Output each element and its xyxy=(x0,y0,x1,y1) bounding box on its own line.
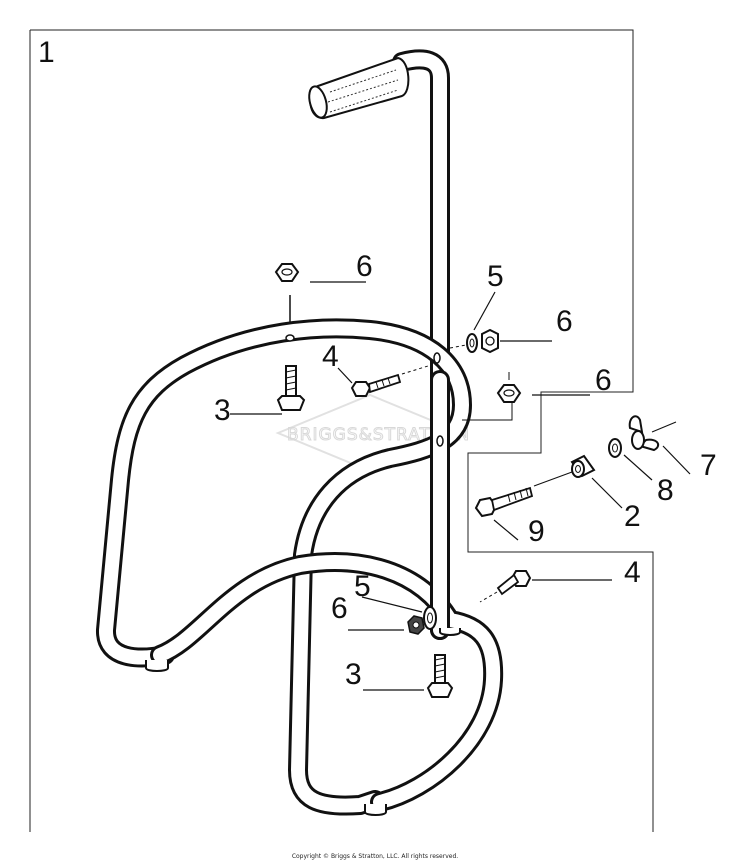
figure-frame xyxy=(29,29,654,832)
callout-spacer-inset: 2 xyxy=(624,500,641,533)
callout-nut-upper-right: 6 xyxy=(556,305,573,338)
hex-nut-icon xyxy=(274,263,300,322)
inset-bolt-icon xyxy=(474,471,573,518)
callout-wing-nut: 7 xyxy=(700,449,717,482)
inset-washer-icon xyxy=(608,438,622,458)
hex-bolt-icon xyxy=(479,570,532,603)
copyright-notice: Copyright © Briggs & Stratton, LLC. All … xyxy=(291,853,459,860)
hex-nut-side-icon xyxy=(407,615,425,635)
rubber-feet xyxy=(145,628,461,816)
flat-washer-icon xyxy=(449,333,478,353)
callout-washer-lower: 5 xyxy=(354,570,371,603)
callout-bolt-upper-mid: 4 xyxy=(322,340,339,373)
handle-frame xyxy=(96,49,504,816)
callout-bolt-lower: 3 xyxy=(345,658,362,691)
callout-bolt-inset: 9 xyxy=(528,515,545,548)
mounting-holes xyxy=(285,334,444,447)
flat-washer-icon xyxy=(423,606,437,630)
wing-nut-icon xyxy=(628,415,677,452)
callout-bolt-lower-right: 4 xyxy=(624,556,641,589)
callout-nut-lower: 6 xyxy=(331,592,348,625)
inset-spacer-icon xyxy=(570,454,596,478)
callout-nut-upper-left: 6 xyxy=(356,250,373,283)
hex-nut-icon xyxy=(462,372,522,421)
carriage-bolt-icon xyxy=(426,654,454,698)
hex-bolt-icon xyxy=(350,365,429,397)
callout-bolt-upper-left: 3 xyxy=(214,394,231,427)
hex-nut-side-icon xyxy=(481,328,499,354)
callout-washer-inset: 8 xyxy=(657,474,674,507)
callout-nut-mid-right: 6 xyxy=(595,364,612,397)
figure-number: 1 xyxy=(38,36,55,69)
carriage-bolt-icon xyxy=(276,365,306,411)
leader-lines xyxy=(230,281,691,691)
callout-washer-upper-right: 5 xyxy=(487,260,504,293)
handle-grip xyxy=(308,56,410,119)
